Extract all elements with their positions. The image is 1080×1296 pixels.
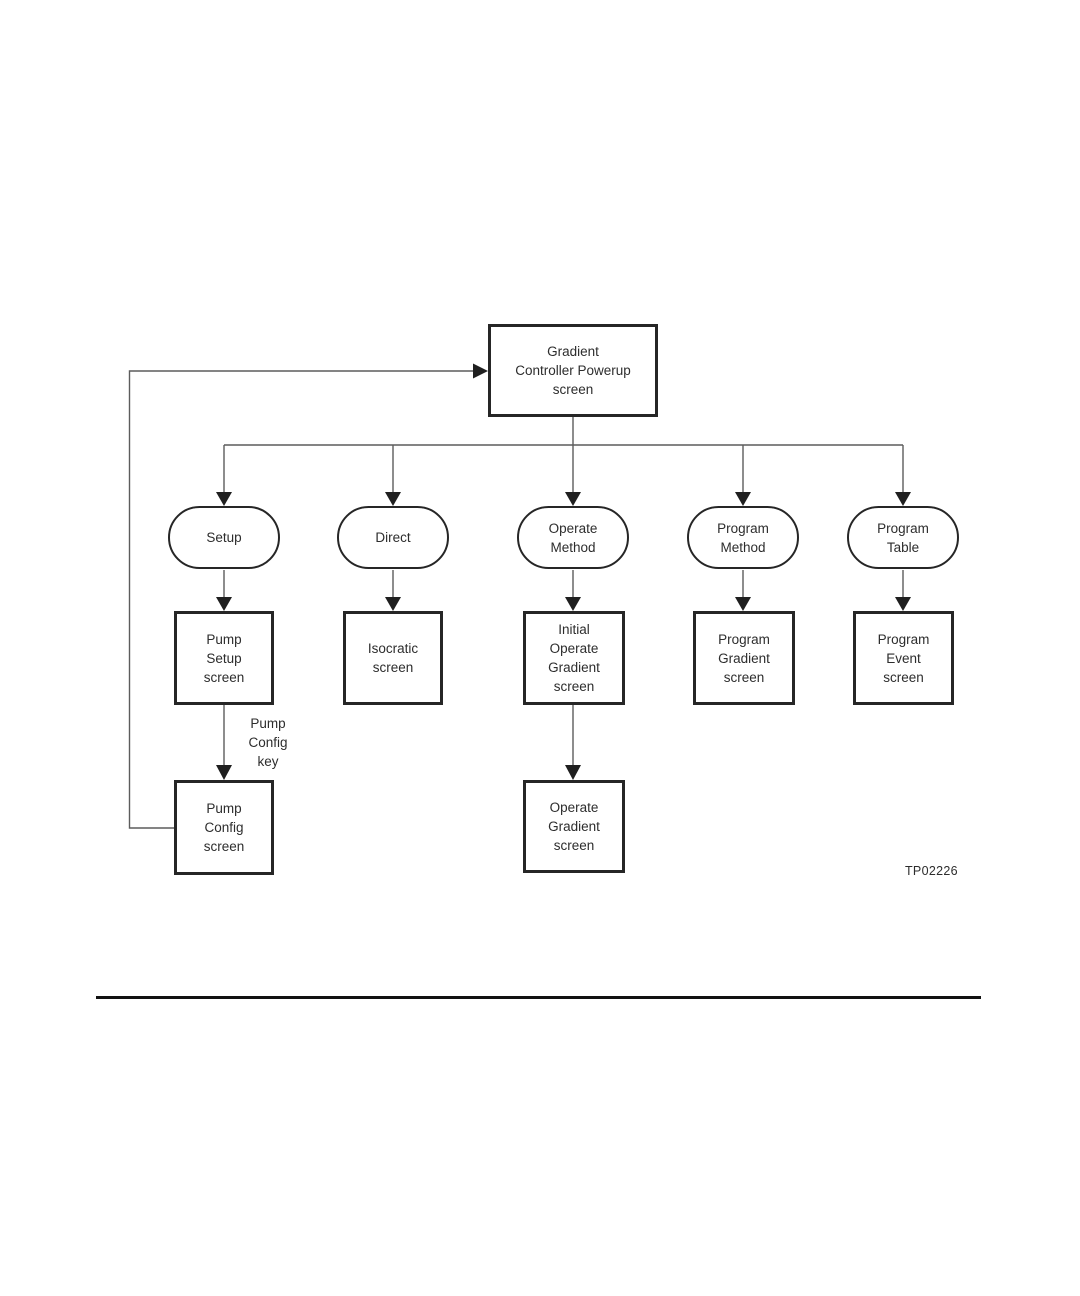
arrowhead-into-direct <box>385 492 401 506</box>
arrowhead-into-program-gradient <box>735 597 751 611</box>
edge-label-pump-config-key: Pump Config key <box>248 716 288 769</box>
node-initial-operate-gradient-screen: Initial Operate Gradient screen <box>523 611 625 705</box>
footer-divider <box>96 996 981 999</box>
arrowhead-into-initial-operate <box>565 597 581 611</box>
arrowhead-into-setup <box>216 492 232 506</box>
node-program-event-screen: Program Event screen <box>853 611 954 705</box>
node-program-gradient-screen: Program Gradient screen <box>693 611 795 705</box>
arrowhead-into-pump-config <box>216 765 232 780</box>
node-program-method-key: Program Method <box>687 506 799 569</box>
arrowhead-into-operate-gradient <box>565 765 581 780</box>
arrowhead-into-program-method <box>735 492 751 506</box>
arrowhead-into-root <box>473 363 488 379</box>
node-operate-method-key: Operate Method <box>517 506 629 569</box>
edge-pump-config-to-root <box>128 370 473 829</box>
node-pump-setup-screen: Pump Setup screen <box>174 611 274 705</box>
arrowhead-into-operate-method <box>565 492 581 506</box>
arrowhead-into-program-event <box>895 597 911 611</box>
arrowhead-into-pump-setup <box>216 597 232 611</box>
node-operate-gradient-screen: Operate Gradient screen <box>523 780 625 873</box>
arrowhead-into-program-table <box>895 492 911 506</box>
node-pump-config-screen: Pump Config screen <box>174 780 274 875</box>
node-isocratic-screen: Isocratic screen <box>343 611 443 705</box>
figure-id-label: TP02226 <box>905 864 958 878</box>
node-gradient-controller-powerup-screen: Gradient Controller Powerup screen <box>488 324 658 417</box>
node-direct-key: Direct <box>337 506 449 569</box>
arrowhead-into-isocratic <box>385 597 401 611</box>
node-program-table-key: Program Table <box>847 506 959 569</box>
node-setup-key: Setup <box>168 506 280 569</box>
